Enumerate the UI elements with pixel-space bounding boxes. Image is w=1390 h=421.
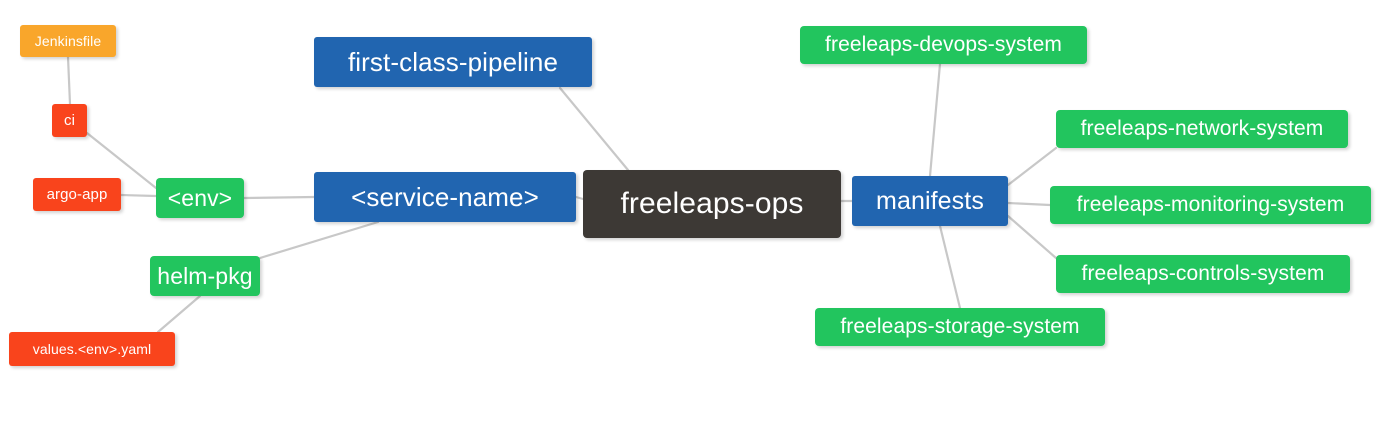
edge-manifests-to-storage-system [938, 224, 962, 310]
edge-manifests-to-network-system [1006, 146, 1058, 187]
mindmap-node-argo-app[interactable]: argo-app [33, 178, 121, 211]
edge-manifests-to-monitoring-system [1006, 201, 1052, 207]
mindmap-node-jenkinsfile[interactable]: Jenkinsfile [20, 25, 116, 57]
mindmap-node-devops-system[interactable]: freeleaps-devops-system [800, 26, 1087, 64]
mindmap-node-monitoring-system[interactable]: freeleaps-monitoring-system [1050, 186, 1371, 224]
edge-manifests-to-controls-system [1006, 214, 1058, 260]
edge-env-to-service-name [242, 195, 316, 200]
edge-argo-app-to-env [119, 193, 158, 198]
mindmap-node-root[interactable]: freeleaps-ops [583, 170, 841, 238]
mindmap-node-first-class-pipeline[interactable]: first-class-pipeline [314, 37, 592, 87]
edge-jenkinsfile-to-ci [66, 55, 72, 106]
mindmap-node-storage-system[interactable]: freeleaps-storage-system [815, 308, 1105, 346]
mindmap-node-controls-system[interactable]: freeleaps-controls-system [1056, 255, 1350, 293]
mindmap-node-values-yaml[interactable]: values.<env>.yaml [9, 332, 175, 366]
mindmap-node-helm-pkg[interactable]: helm-pkg [150, 256, 260, 296]
mindmap-node-ci[interactable]: ci [52, 104, 87, 137]
edge-values-yaml-to-helm-pkg [156, 294, 202, 334]
edge-first-class-pipeline-to-root [558, 86, 630, 172]
edge-service-name-to-root [574, 195, 585, 201]
edge-helm-pkg-to-service-name [258, 220, 380, 260]
mindmap-node-env[interactable]: <env> [156, 178, 244, 218]
mindmap-node-service-name[interactable]: <service-name> [314, 172, 576, 222]
mindmap-node-network-system[interactable]: freeleaps-network-system [1056, 110, 1348, 148]
mindmap-node-manifests[interactable]: manifests [852, 176, 1008, 226]
edge-manifests-to-devops-system [928, 62, 942, 178]
